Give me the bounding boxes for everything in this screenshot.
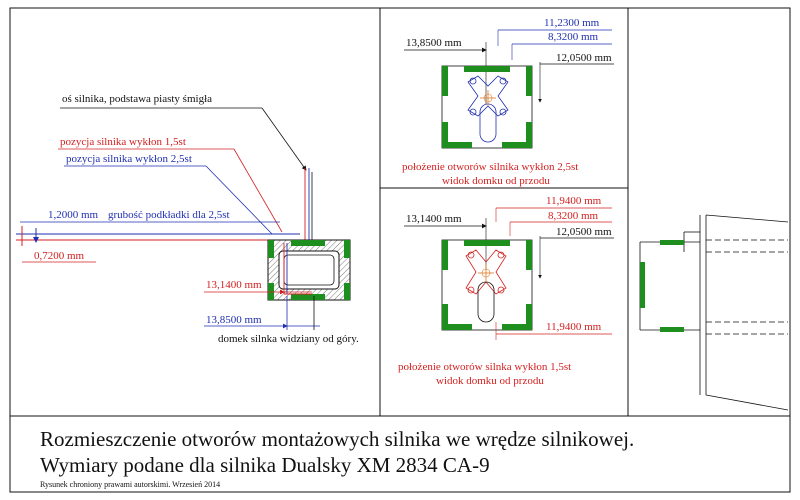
position-red-label: pozycja silnika wykłon 1,5st [60,136,186,148]
green-bar [442,122,448,148]
dim-red: 13,1400 mm [206,279,262,291]
dim-right: 12,0500 mm [556,52,612,64]
dim-left: 13,1400 mm [406,213,462,225]
title-block: Rozmieszczenie otworów montażowych silni… [40,427,634,489]
green-bar [448,324,472,330]
green-bar [442,240,448,270]
caption-line1: położenie otworów silnka wykłon 1,5st [398,361,571,373]
copyright-note: Rysunek chroniony prawami autorskimi. Wr… [40,480,220,489]
motor-box-inner [278,250,340,290]
green-bar [526,304,532,330]
title-line2: Wymiary podane dla silnika Dualsky XM 28… [40,453,490,477]
green-bar [268,240,274,258]
green-bar [442,66,448,96]
green-bar [464,240,510,246]
dim-left: 13,8500 mm [406,37,462,49]
green-bar [442,304,448,330]
position-blue-label: pozycja silnika wykłon 2,5st [66,153,192,165]
green-bar [448,142,472,148]
side-view-caption: domek silnka widziany od góry. [218,333,359,345]
green-bar [344,283,350,300]
drawing-frame [9,7,791,493]
green-bar [344,240,350,258]
green-bar [464,66,510,72]
axis-label: oś silnika, podstawa piasty śmigła [62,93,212,105]
green-bar [268,283,274,300]
firewall-side-section [639,214,789,411]
caption-line2: widok domku od przodu [442,175,550,187]
front-view-top: 13,8500 mm 11,2300 mm 8,3200 mm 12,0500 … [402,17,614,187]
dim-bottom: 11,9400 mm [546,321,602,333]
green-bar [526,240,532,270]
green-bar [291,240,325,246]
dim-top: 11,9400 mm [546,195,602,207]
dim-mid: 8,3200 mm [548,31,599,43]
green-bar [502,142,526,148]
motor-mount-plate [467,75,509,143]
caption-line1: położenie otworów silnika wykłon 2,5st [402,161,578,173]
green-bar [640,262,645,308]
green-bar [526,122,532,148]
green-bar [526,66,532,96]
title-line1: Rozmieszczenie otworów montażowych silni… [40,427,634,451]
front-view-bottom: 13,1400 mm 11,9400 mm 8,3200 mm 12,0500 … [398,195,614,387]
green-bar [291,294,325,300]
caption-line2: widok domku od przodu [436,375,544,387]
dim-red-small: 0,7200 mm [34,250,85,262]
dim-mid: 8,3200 mm [548,210,599,222]
dim-right: 12,0500 mm [556,226,612,238]
green-bar [660,240,684,245]
dim-blue: 13,8500 mm [206,314,262,326]
dim-top: 11,2300 mm [544,17,600,29]
side-view: oś silnika, podstawa piasty śmigła pozyc… [16,93,359,345]
shim-text: grubość podkładki dla 2,5st [108,209,230,221]
shim-value: 1,2000 mm [48,209,99,221]
motor-mount-plate [465,249,507,295]
green-bar [502,324,526,330]
green-bar [660,327,684,332]
